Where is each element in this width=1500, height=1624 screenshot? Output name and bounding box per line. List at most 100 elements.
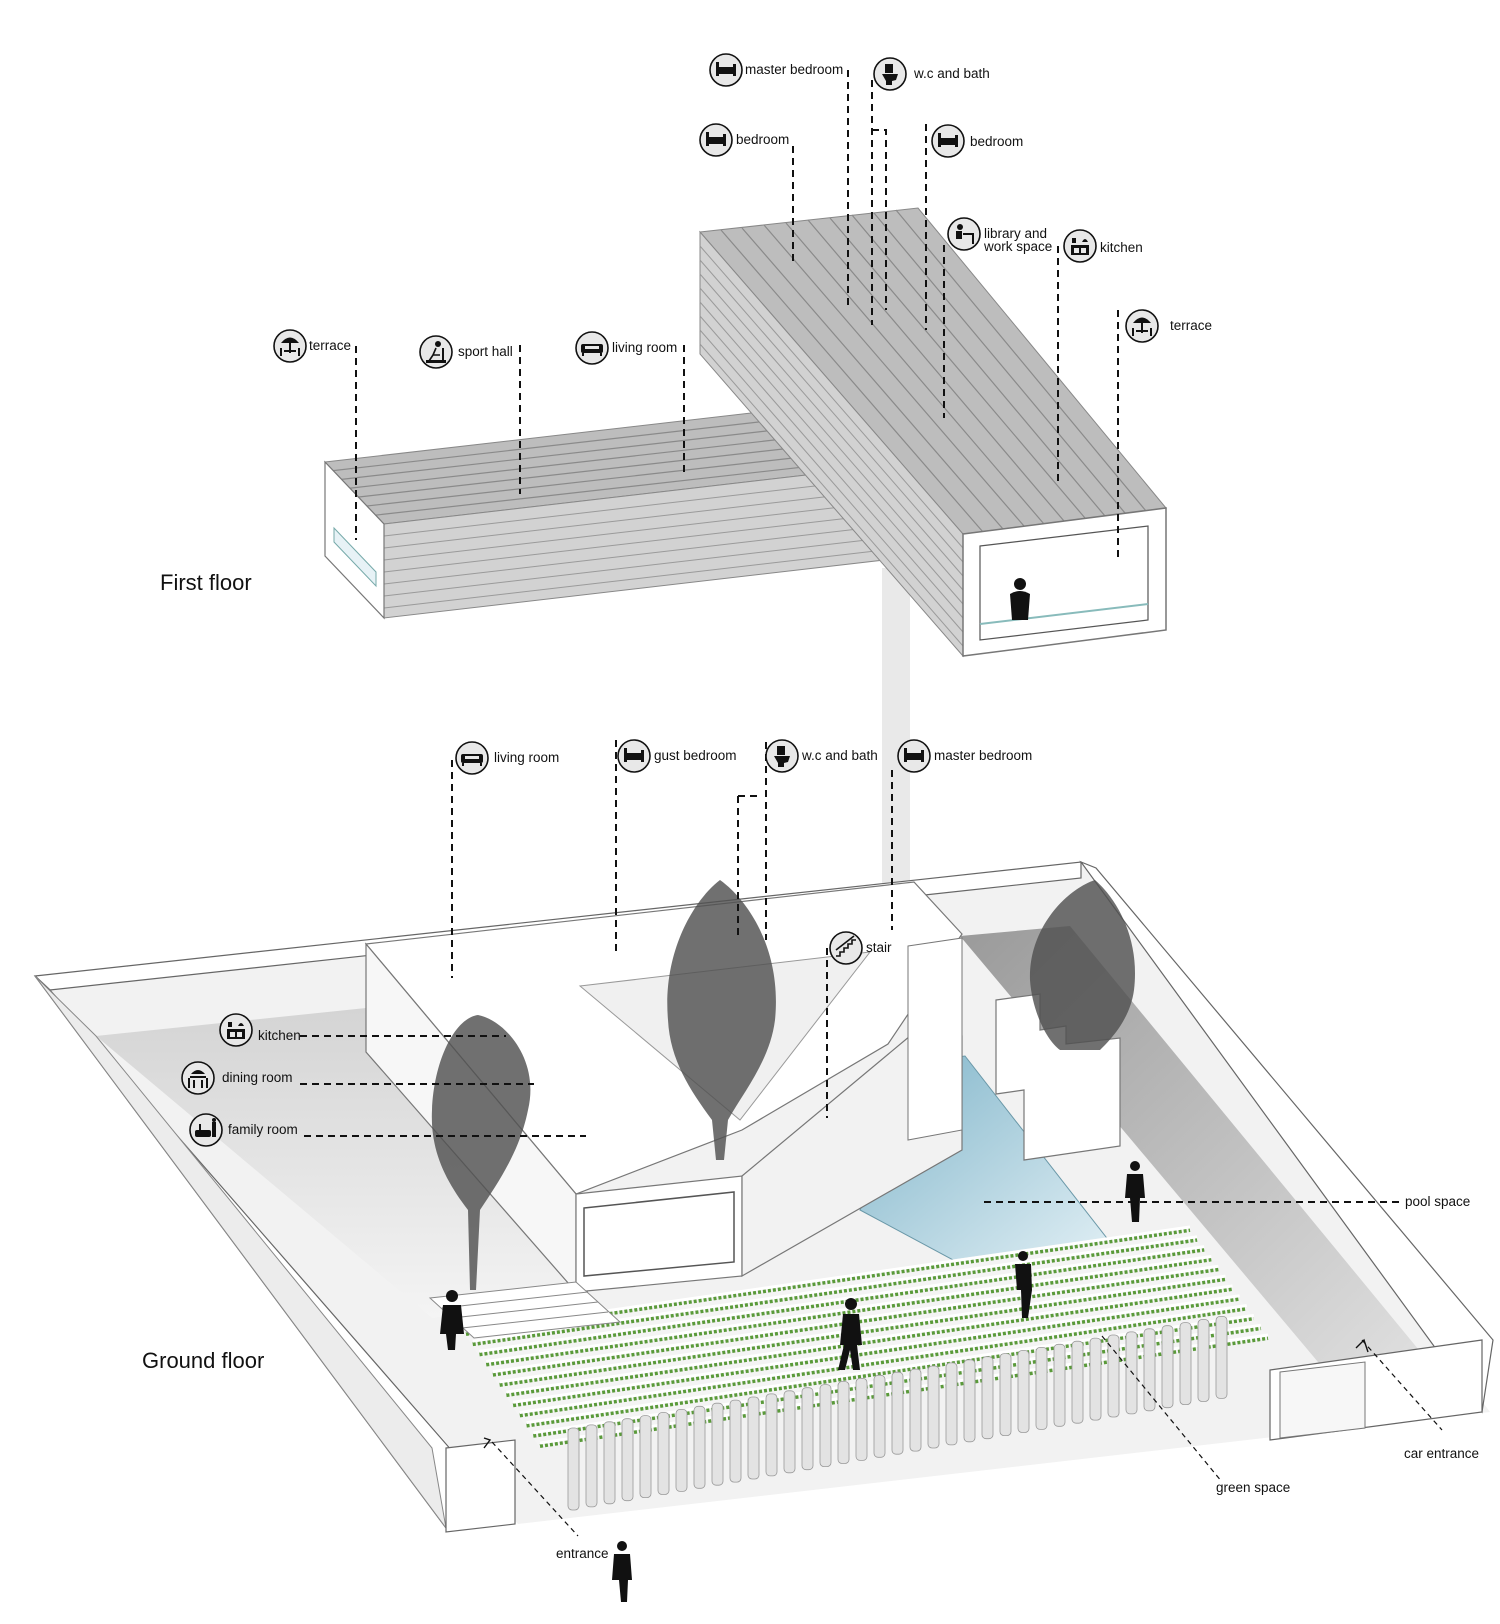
fence-post — [873, 1374, 886, 1458]
bedroom-right-tag-first: bedroom — [931, 124, 1023, 158]
wc-bath-tag-first: w.c and bath — [873, 57, 990, 91]
stair-tag-ground: stair — [829, 931, 892, 965]
terrace-icon — [273, 329, 307, 363]
white-slat — [512, 1294, 1240, 1404]
green-slat — [479, 1247, 1205, 1357]
fence-post — [693, 1405, 706, 1489]
fence-post — [819, 1384, 832, 1467]
fence-post — [621, 1418, 634, 1502]
fence-post — [1125, 1331, 1138, 1415]
wall-front-left-stub — [445, 1439, 516, 1533]
green-space-label: green space — [1216, 1480, 1290, 1495]
building-window — [583, 1191, 735, 1277]
person-pavilion — [1125, 1161, 1145, 1222]
family-room-label: family room — [228, 1122, 298, 1137]
site-left-ground — [96, 1008, 578, 1318]
right-wing-side-slats — [699, 245, 964, 647]
fence-post — [999, 1353, 1012, 1436]
green-slat — [512, 1296, 1240, 1408]
fence-post — [945, 1362, 958, 1446]
fence-post — [1035, 1347, 1048, 1430]
fence-post — [747, 1396, 760, 1480]
car-entrance-label: car entrance — [1404, 1446, 1479, 1461]
right-wing-end-glass — [979, 603, 1149, 625]
fence-post — [927, 1365, 940, 1449]
sport-hall-tag-first: sport hall — [419, 335, 513, 369]
right-wing-end-opening — [979, 525, 1149, 641]
car-gate — [1279, 1361, 1366, 1439]
living-room-tag-ground: living room — [455, 741, 559, 775]
person-first-floor — [1010, 578, 1030, 620]
sport-hall-label: sport hall — [458, 344, 513, 359]
terrace-left-label: terrace — [309, 338, 351, 353]
white-slat — [519, 1304, 1247, 1414]
fence-post — [1071, 1340, 1084, 1424]
right-wing-roof-slats — [720, 209, 1147, 533]
master-bedroom-tag-ground: master bedroom — [897, 739, 1032, 773]
tree-middle — [667, 880, 776, 1160]
wall-left-top-face — [34, 975, 447, 1529]
person-steps — [440, 1290, 464, 1350]
living-room-tag-first: living room — [575, 331, 677, 365]
toilet-icon — [873, 57, 907, 91]
fence-post — [711, 1402, 724, 1486]
library-tag-first: library and work space — [947, 217, 1052, 254]
desk-icon — [947, 217, 981, 251]
fence-post — [1089, 1337, 1102, 1421]
fence-post — [1161, 1325, 1174, 1409]
bed-icon — [699, 123, 733, 157]
guest-bedroom-label: gust bedroom — [654, 748, 737, 763]
fence-post — [1215, 1316, 1228, 1399]
sofa-icon — [455, 741, 489, 775]
fence-post — [765, 1393, 778, 1477]
fence-post — [1143, 1328, 1156, 1412]
kitchen-tag-first: kitchen — [1063, 229, 1143, 263]
stair-label: stair — [866, 940, 892, 955]
terrace-left-tag-first: terrace — [273, 329, 351, 363]
ground-floor-title: Ground floor — [142, 1348, 264, 1373]
fence-post — [567, 1427, 580, 1511]
wing-box — [907, 937, 963, 1141]
library-label-1: library and — [984, 226, 1047, 241]
fence-post — [675, 1409, 688, 1492]
fence-post — [909, 1368, 922, 1452]
kitchen-tag-ground: kitchen — [219, 1013, 301, 1047]
dining-icon — [181, 1061, 215, 1095]
fence-post — [981, 1356, 994, 1440]
wc-bath-label: w.c and bath — [913, 66, 990, 81]
car-entrance-arrow — [1355, 1338, 1369, 1353]
fence-post — [1107, 1334, 1120, 1418]
fence-post — [963, 1359, 976, 1443]
terrace-right-tag-first: terrace — [1125, 309, 1212, 343]
person-pool-edge — [1015, 1251, 1032, 1318]
bed-icon — [931, 124, 965, 158]
ground-floor-site — [33, 860, 1494, 1533]
stairs-icon — [829, 931, 863, 965]
white-slat — [499, 1274, 1226, 1384]
fence-post — [801, 1387, 814, 1471]
terrace-icon — [1125, 309, 1159, 343]
white-slat — [479, 1245, 1205, 1353]
fence-post — [1197, 1319, 1210, 1402]
bed-icon — [617, 739, 651, 773]
fence-post — [603, 1421, 616, 1505]
fence-post — [783, 1390, 796, 1474]
family-icon — [189, 1113, 223, 1147]
fence-post — [729, 1399, 742, 1483]
bedroom-left-label: bedroom — [736, 132, 789, 147]
master-bedroom-tag-first: master bedroom — [709, 53, 843, 87]
exercise-icon — [419, 335, 453, 369]
wc-bath-label-ground: w.c and bath — [801, 748, 878, 763]
people-ground-floor — [440, 1161, 1145, 1602]
fence-post — [657, 1412, 670, 1495]
fence-post — [639, 1415, 652, 1498]
master-bedroom-label: master bedroom — [745, 62, 843, 77]
dining-room-label: dining room — [222, 1070, 293, 1085]
green-slat — [499, 1277, 1226, 1387]
kitchen-label-first: kitchen — [1100, 240, 1143, 255]
kitchen-icon — [219, 1013, 253, 1047]
green-slat — [485, 1257, 1212, 1367]
green-slat — [472, 1237, 1198, 1347]
dining-room-tag-ground: dining room — [181, 1061, 293, 1095]
first-floor-volume — [323, 207, 1167, 1258]
